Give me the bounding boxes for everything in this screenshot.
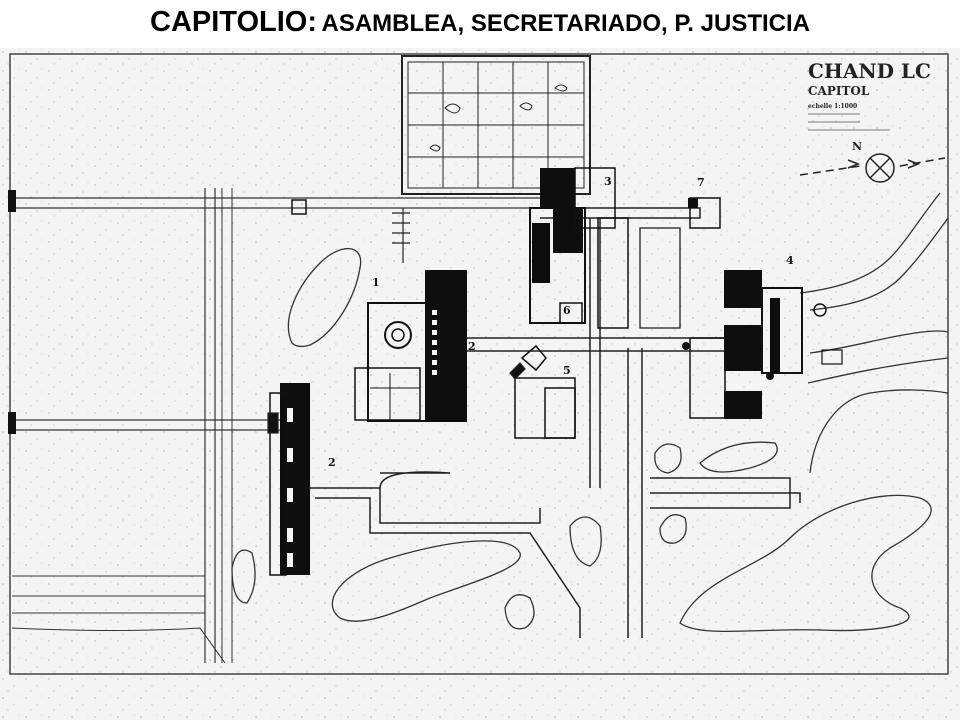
site-plan-drawing: 1 2 2 3 4 5 6 7 CHAND LC CAPITOL echelle… [0,48,960,720]
river-edges [799,192,949,474]
number-3: 3 [604,175,612,188]
number-7: 7 [697,176,705,189]
site-border [9,53,949,675]
number-5: 5 [563,364,571,377]
building-7 [688,197,721,229]
title-subtitle: ASAMBLEA, SECRETARIADO, P. JUSTICIA [321,10,810,37]
page-title: CAPITOLIO: ASAMBLEA, SECRETARIADO, P. JU… [0,6,960,39]
road-markers [8,190,307,434]
number-1: 1 [372,276,380,289]
paper-texture [0,48,960,720]
north-label: N [852,140,862,153]
number-6: 6 [563,304,571,317]
stamp-title: CHAND LC [808,59,931,83]
secretariat-building [269,383,310,576]
stamp-scale: echelle 1:1000 [808,103,857,110]
site-plan: 1 2 2 3 4 5 6 7 CHAND LC CAPITOL echelle… [0,48,960,720]
garden-grid [401,55,591,195]
stamp-subtitle: CAPITOL [808,84,870,98]
left-road-grid [11,188,540,664]
number-2-secretariat: 2 [328,456,336,469]
assembly-building [354,270,467,422]
small-structures [267,208,526,434]
number-2-axis: 2 [468,340,476,353]
central-buildings [514,167,681,439]
north-arrow-icon [799,153,946,183]
landscape-ponds [231,247,932,633]
building-numbers: 1 2 2 3 4 5 6 7 [328,175,794,469]
number-4: 4 [786,254,794,267]
title-bar: CAPITOLIO: ASAMBLEA, SECRETARIADO, P. JU… [0,0,960,48]
drawing-stamp: CHAND LC CAPITOL echelle 1:1000 N [808,59,931,153]
high-court-building [682,270,843,419]
title-main: CAPITOLIO: [150,6,318,38]
